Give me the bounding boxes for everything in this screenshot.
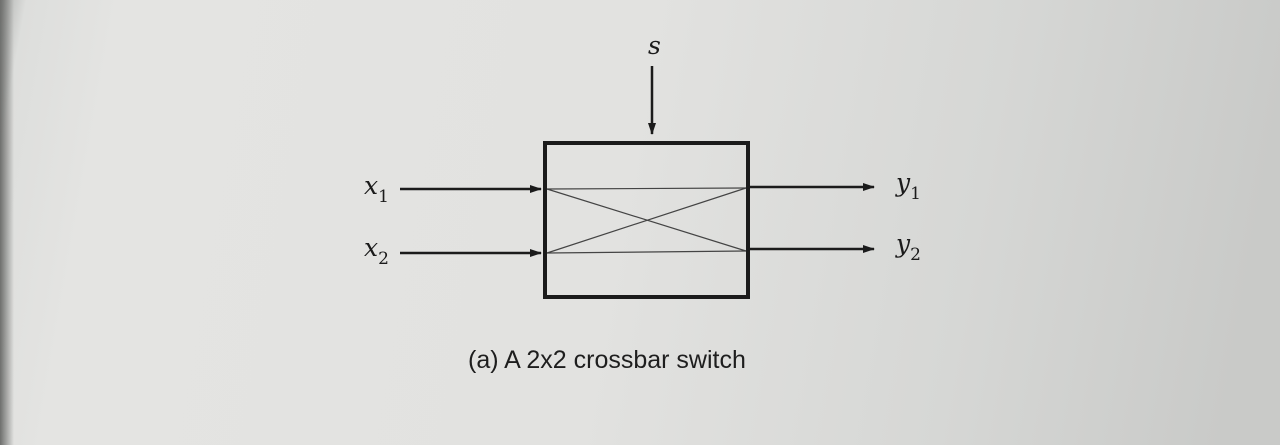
- switch-cross-line-2: [546, 187, 747, 254]
- control-input-label: s: [648, 31, 661, 60]
- output-y1-label: y1: [895, 168, 921, 204]
- figure-caption: (a) A 2x2 crossbar switch: [468, 346, 746, 374]
- page-binding-shadow: [0, 0, 14, 445]
- input-x2-label: x2: [364, 233, 389, 269]
- output-y2-label: y2: [895, 229, 921, 265]
- switch-box: [543, 141, 750, 299]
- switch-bottom-line: [546, 250, 747, 254]
- input-x1-label: x1: [364, 171, 389, 207]
- switch-top-line: [546, 187, 747, 190]
